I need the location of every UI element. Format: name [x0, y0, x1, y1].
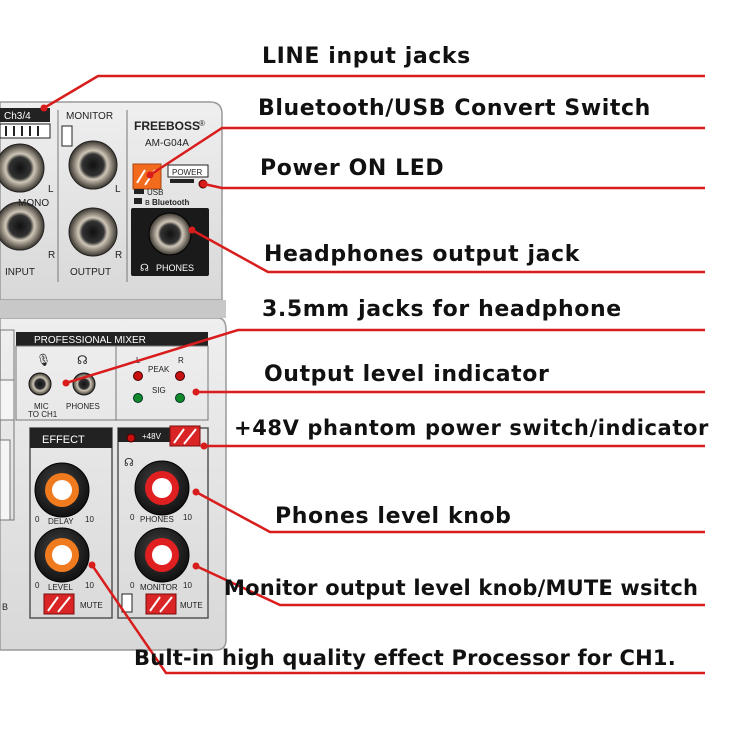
- monitor-output-jack-l[interactable]: [68, 140, 118, 190]
- model-name: AM-G04A: [145, 138, 189, 149]
- headphones-knob-icon: ☊: [124, 457, 134, 469]
- mic-icon: 🎙: [36, 353, 51, 367]
- label-phones-small: PHONES: [66, 402, 100, 411]
- speaker-small-icon: [121, 593, 133, 613]
- label-output: OUTPUT: [70, 267, 111, 278]
- label-usb: USB: [147, 188, 163, 197]
- label-monitor: MONITOR: [66, 111, 113, 122]
- label-input: INPUT: [5, 267, 35, 278]
- line-input-jack-r[interactable]: [0, 201, 45, 251]
- phantom-led: [126, 433, 136, 443]
- headphones-icon: ☊: [140, 263, 149, 274]
- phones-max: 10: [183, 513, 192, 522]
- label-power: POWER: [172, 168, 202, 177]
- speaker-icon: [61, 125, 73, 147]
- label-phones-box: PHONES: [156, 263, 194, 273]
- label-monitor-knob: MONITOR: [140, 583, 178, 592]
- phones-min: 0: [130, 513, 135, 522]
- label-ch34: Ch3/4: [4, 111, 31, 122]
- power-led-leader: [203, 182, 705, 190]
- peak-led-r: [175, 371, 185, 381]
- peak-led-l: [133, 371, 143, 381]
- label-r-output: R: [115, 250, 122, 261]
- monitor-knob[interactable]: [134, 527, 190, 583]
- label-level: LEVEL: [48, 583, 73, 592]
- label-professional-mixer: PROFESSIONAL MIXER: [34, 335, 146, 346]
- callout-phones-knob: Phones level knob: [275, 504, 512, 529]
- monitor-output-jack-r[interactable]: [68, 207, 118, 257]
- callout-headphones-out: Headphones output jack: [264, 242, 580, 267]
- label-to-ch1: TO CH1: [28, 410, 58, 419]
- callout-bt-usb: Bluetooth/USB Convert Switch: [258, 96, 651, 121]
- monitor-mute-button[interactable]: [145, 593, 177, 615]
- headphones-leader: [191, 228, 705, 274]
- label-mic: MIC: [34, 402, 49, 411]
- label-delay: DELAY: [48, 517, 74, 526]
- brand-registered: ®: [199, 119, 205, 128]
- label-r-led: R: [178, 356, 184, 365]
- callout-monitor-knob: Monitor output level knob/MUTE wsitch: [224, 576, 699, 600]
- callout-dots: [40, 104, 208, 570]
- effect-leader: [90, 564, 705, 675]
- headphones-output-jack[interactable]: [148, 212, 192, 256]
- callout-jack-35: 3.5mm jacks for headphone: [262, 297, 622, 322]
- callout-effect: Bult-in high quality effect Processor fo…: [134, 646, 676, 670]
- phones-knob[interactable]: [134, 460, 190, 516]
- label-sig: SIG: [152, 386, 166, 395]
- callout-line-input: LINE input jacks: [262, 44, 471, 69]
- label-l-output: L: [115, 184, 121, 195]
- effect-mute-button[interactable]: [43, 593, 75, 615]
- label-bluetooth: Bluetooth: [152, 198, 189, 207]
- label-peak: PEAK: [148, 365, 170, 374]
- jack-35-leader: [65, 328, 705, 385]
- label-mono: MONO: [18, 198, 49, 209]
- label-monitor-mute: MUTE: [180, 601, 203, 610]
- level-min: 0: [35, 581, 40, 590]
- mic-3.5mm-jack[interactable]: [28, 372, 52, 396]
- delay-min: 0: [35, 515, 40, 524]
- monitor-knob-leader: [195, 564, 705, 607]
- label-48v: +48V: [142, 432, 162, 441]
- level-knob[interactable]: [34, 527, 90, 583]
- label-l-input: L: [48, 184, 54, 195]
- label-r-input: R: [48, 250, 55, 261]
- label-effect: EFFECT: [42, 434, 85, 446]
- level-max: 10: [85, 581, 94, 590]
- brand-name: FREEBOSS: [134, 119, 200, 133]
- label-edge-b: B: [2, 602, 8, 612]
- delay-knob[interactable]: [34, 462, 90, 518]
- callout-lines: [43, 74, 705, 675]
- callout-phantom: +48V phantom power switch/indicator: [234, 416, 709, 440]
- keyboard-icon: [5, 126, 39, 136]
- bluetooth-icon: ʙ: [145, 197, 150, 207]
- callout-power-led: Power ON LED: [260, 156, 445, 181]
- delay-max: 10: [85, 515, 94, 524]
- label-effect-mute: MUTE: [80, 601, 103, 610]
- callout-output-level: Output level indicator: [264, 362, 550, 387]
- line-input-jack-l[interactable]: [0, 143, 45, 193]
- monitor-min: 0: [130, 581, 135, 590]
- label-phones-knob: PHONES: [140, 515, 174, 524]
- sig-led-l: [133, 393, 143, 403]
- monitor-max: 10: [183, 581, 192, 590]
- bt-usb-leader: [149, 126, 705, 177]
- mixer-device: Ch3/4 MONITOR MONO L R INPUT L R OUTPUT …: [0, 101, 227, 651]
- phones-knob-leader: [195, 490, 705, 534]
- line-input-leader: [43, 74, 705, 110]
- sig-led-r: [175, 393, 185, 403]
- headphones-small-icon: ☊: [77, 353, 88, 367]
- phantom-switch[interactable]: [169, 425, 201, 447]
